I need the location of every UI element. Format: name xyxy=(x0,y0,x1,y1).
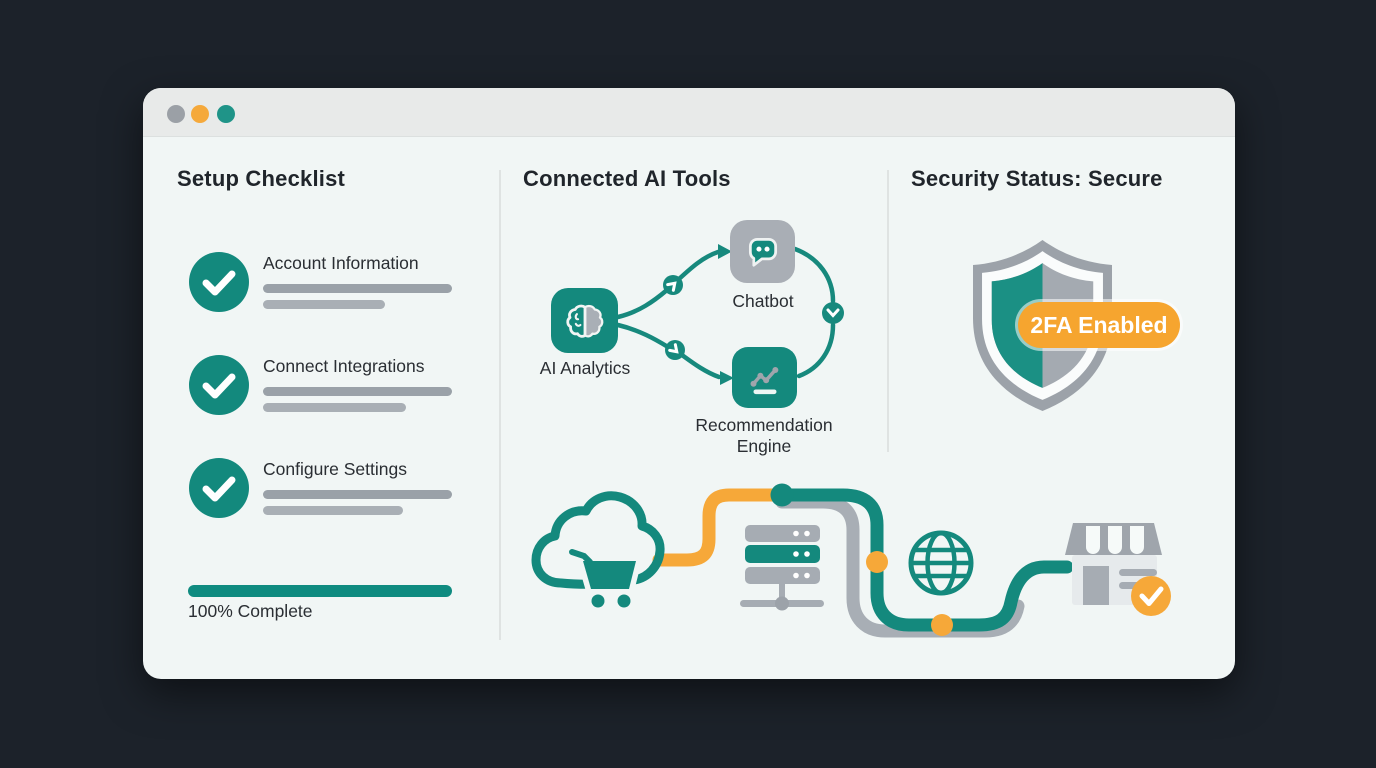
junction-dot-teal xyxy=(770,483,794,507)
arrowhead-to-recommendation xyxy=(720,371,734,385)
node-label-chatbot: Chatbot xyxy=(732,291,794,311)
node-ai-analytics xyxy=(551,288,618,353)
pipe-teal xyxy=(784,488,1074,632)
skeleton-line xyxy=(263,300,385,309)
checklist-item-label: Configure Settings xyxy=(263,459,407,479)
connector-dot-right xyxy=(822,302,844,324)
check-circle-icon xyxy=(189,458,249,518)
check-circle-icon xyxy=(189,355,249,415)
security-title: Security Status: Secure xyxy=(911,166,1163,191)
diagram-layer xyxy=(531,240,1171,638)
window-dot-gray[interactable] xyxy=(167,105,185,123)
pipeline-pipes xyxy=(652,483,1074,638)
checklist-item-label: Account Information xyxy=(263,253,419,273)
check-badge-icon xyxy=(1131,576,1171,616)
skeleton-line xyxy=(263,284,452,293)
window-titlebar xyxy=(143,88,1235,137)
window-dot-teal[interactable] xyxy=(217,105,235,123)
window-dot-orange[interactable] xyxy=(191,105,209,123)
ai-tools-title: Connected AI Tools xyxy=(523,166,731,191)
column-divider-2 xyxy=(887,170,889,452)
brain-icon xyxy=(565,304,603,338)
checklist-item-label: Connect Integrations xyxy=(263,356,425,376)
chevron-down-icon xyxy=(826,308,840,318)
app-window: Setup Checklist Connected AI Tools Secur… xyxy=(143,88,1235,679)
line-chart-icon xyxy=(750,366,778,394)
2fa-enabled-badge: 2FA Enabled xyxy=(1018,302,1180,348)
chevron-down-right-icon xyxy=(668,343,679,354)
skeleton-line xyxy=(263,506,403,515)
node-chatbot xyxy=(730,220,795,283)
globe-icon xyxy=(908,530,974,596)
node-label-ai-analytics: AI Analytics xyxy=(539,358,631,378)
progress-label: 100% Complete xyxy=(188,601,313,621)
progress-bar xyxy=(188,585,452,597)
ai-connectors xyxy=(615,244,844,385)
skeleton-line xyxy=(263,490,452,499)
node-recommendation-engine xyxy=(732,347,797,408)
storefront-icon xyxy=(1065,523,1171,616)
cloud-cart-icon xyxy=(531,491,665,612)
node-label-recommendation-engine: Recommendation Engine xyxy=(695,415,833,456)
chat-bubble-icon xyxy=(748,237,777,267)
pipe-orange xyxy=(652,488,780,567)
check-circle-icon xyxy=(189,252,249,312)
chevron-up-right-icon xyxy=(666,281,677,292)
skeleton-line xyxy=(263,403,406,412)
column-divider-1 xyxy=(499,170,501,640)
pipeline-dot-orange-2 xyxy=(931,614,953,636)
arrowhead-to-chatbot xyxy=(718,244,732,259)
pipe-gray xyxy=(775,495,1025,638)
checklist-title: Setup Checklist xyxy=(177,166,346,191)
pipeline-dot-orange-1 xyxy=(866,551,888,573)
skeleton-line xyxy=(263,387,452,396)
server-icon xyxy=(740,525,824,611)
